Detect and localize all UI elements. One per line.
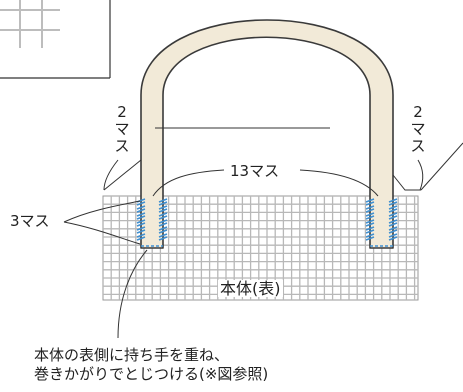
right-2-ma: マ xyxy=(410,120,426,138)
right-2-su: ス xyxy=(410,137,426,155)
label-13-squares: 13マス xyxy=(228,162,282,180)
left-2-ma: マ xyxy=(114,120,130,138)
body-front-label: 本体(表) xyxy=(218,279,283,298)
right-2-digit: 2 xyxy=(413,103,423,121)
detail-inset xyxy=(0,0,111,79)
leader-lines xyxy=(63,127,463,339)
handle xyxy=(140,19,394,249)
label-right-2-squares: 2 マ ス xyxy=(409,104,427,155)
label-left-2-squares: 2 マ ス xyxy=(113,104,131,155)
left-2-digit: 2 xyxy=(117,103,127,121)
label-3-squares: 3マス xyxy=(10,212,50,230)
caption-line-1: 本体の表側に持ち手を重ね、 xyxy=(34,346,230,364)
caption-line-2: 巻きかがりでとじつける(※図参照) xyxy=(34,365,269,383)
instruction-caption: 本体の表側に持ち手を重ね、 巻きかがりでとじつける(※図参照) xyxy=(34,346,268,384)
whip-stitches xyxy=(136,198,398,247)
left-2-su: ス xyxy=(114,137,130,155)
